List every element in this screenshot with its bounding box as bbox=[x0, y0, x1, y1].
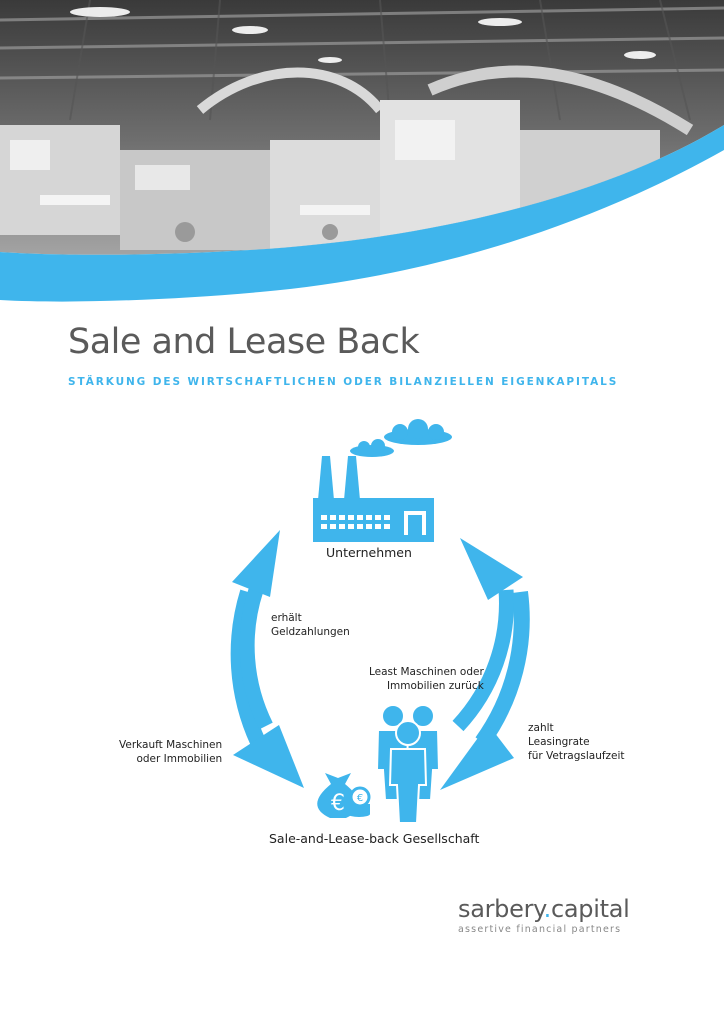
logo-name-dot: . bbox=[543, 895, 552, 923]
factory-icon bbox=[313, 456, 434, 542]
logo-tagline: assertive financial partners bbox=[458, 924, 622, 935]
sale-lease-back-diagram: € € bbox=[230, 419, 530, 824]
cloud-icon bbox=[350, 419, 452, 457]
node-unternehmen: Unternehmen bbox=[326, 545, 412, 560]
company-logo: sarbery.capital assertive financial part… bbox=[458, 895, 643, 935]
logo-wordmark: sarbery.capital bbox=[458, 895, 643, 923]
logo-name-suffix: capital bbox=[550, 895, 630, 923]
page-subtitle: STÄRKUNG DES WIRTSCHAFTLICHEN ODER BILAN… bbox=[68, 376, 619, 388]
arrow-inner-right bbox=[452, 538, 523, 732]
logo-name-main: sarbery bbox=[458, 895, 544, 923]
arrow-outer-right bbox=[440, 590, 530, 790]
coins-icon: € bbox=[348, 786, 371, 817]
label-outer-left: Verkauft Maschinen oder Immobilien bbox=[119, 739, 223, 765]
node-sale-lease-back-gesellschaft: Sale-and-Lease-back Gesellschaft bbox=[269, 831, 480, 846]
page-title: Sale and Lease Back bbox=[68, 322, 420, 362]
arrow-inner-left bbox=[232, 530, 280, 730]
label-inner-left: erhält Geldzahlungen bbox=[271, 612, 350, 638]
label-outer-right: zahlt Leasingrate für Vetragslaufzeit bbox=[528, 722, 625, 762]
label-inner-right: Least Maschinen oder Immobilien zurück bbox=[369, 666, 484, 692]
people-icon bbox=[375, 704, 441, 824]
euro-symbol-small: € bbox=[357, 793, 363, 804]
euro-symbol-large: € bbox=[331, 791, 345, 816]
hero-factory-image bbox=[0, 0, 724, 302]
